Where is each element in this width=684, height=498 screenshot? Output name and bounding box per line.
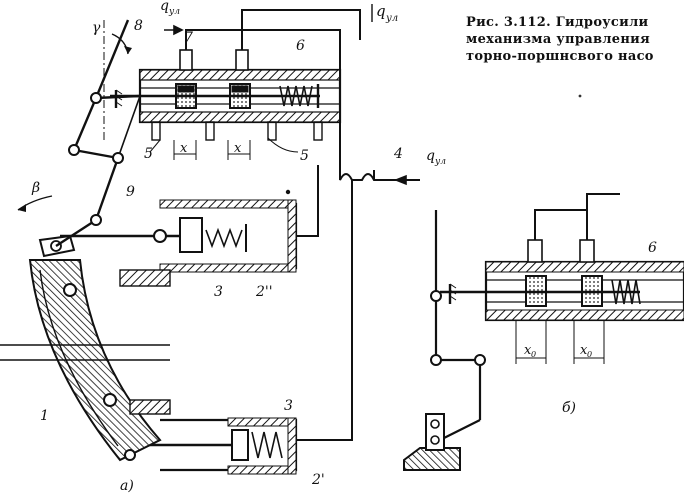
- label-3-upper: 3: [214, 284, 223, 300]
- rotor-housing: [0, 234, 171, 462]
- label-q-top-right-sub: ул: [385, 13, 398, 24]
- caption-line-2: механизма управления: [466, 32, 651, 47]
- label-3-lower: 3: [284, 398, 293, 414]
- label-x-left: x: [180, 141, 188, 156]
- label-gamma: γ: [92, 20, 101, 36]
- label-6-main: 6: [296, 38, 305, 54]
- label-beta: β: [31, 180, 40, 196]
- label-7: 7: [184, 30, 193, 46]
- label-5-right: 5: [300, 148, 309, 164]
- label-x0-right: x: [580, 343, 588, 358]
- upper-cylinder-2pp: [60, 199, 298, 273]
- marker-dot: [285, 189, 291, 195]
- label-4: 4: [393, 146, 403, 162]
- spool-valve-main: [110, 49, 342, 160]
- lower-cylinder-2p: [130, 417, 298, 475]
- label-view-a: а): [120, 478, 134, 493]
- lever-linkage: [17, 19, 141, 248]
- label-q-right: q: [426, 148, 435, 164]
- hydraulic-lines: [185, 9, 420, 441]
- label-q-right-sub: ул: [434, 157, 446, 167]
- caption-line-1: Рис. 3.112. Гидроусили: [466, 15, 649, 30]
- speck: [578, 94, 582, 98]
- labels: q ул q ул q ул γ β 1 2' 2'' 3 3 4 5 5 6 …: [31, 0, 657, 494]
- flow-arrows: [164, 4, 420, 186]
- label-6-view-b: 6: [648, 240, 657, 256]
- label-9: 9: [126, 184, 135, 200]
- label-x0-left: x: [524, 343, 532, 358]
- spool-valve-view-b: [403, 193, 684, 471]
- caption-line-3: торно-поршнсвого насо: [466, 49, 654, 64]
- label-2-double-prime: 2'': [255, 284, 273, 300]
- label-8: 8: [134, 18, 143, 34]
- label-5-left: 5: [144, 146, 153, 162]
- label-1: 1: [40, 408, 49, 424]
- label-x-right: x: [234, 141, 242, 156]
- label-2-prime: 2': [311, 472, 325, 488]
- label-q-top-left: q: [160, 0, 169, 14]
- figure-caption: Рис. 3.112. Гидроусили механизма управле…: [466, 14, 684, 65]
- label-q-top-right: q: [376, 2, 386, 20]
- label-q-top-left-sub: ул: [168, 7, 180, 17]
- label-x0-left-sub: 0: [531, 350, 536, 359]
- label-view-b: б): [562, 400, 576, 416]
- label-x0-right-sub: 0: [587, 350, 592, 359]
